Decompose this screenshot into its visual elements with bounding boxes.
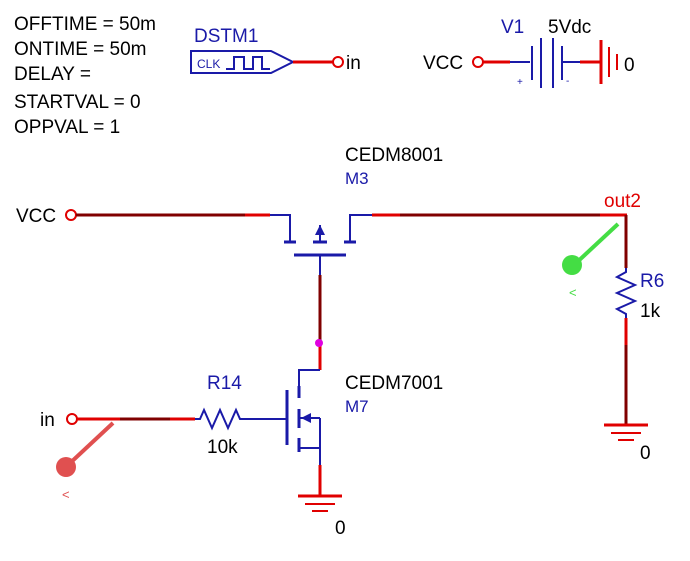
plus-sign-icon: +	[517, 77, 523, 88]
voltage-source-v1[interactable]: V1 5Vdc VCC + - 0	[423, 17, 635, 88]
v1-value: 5Vdc	[548, 17, 591, 38]
load-resistor-r6[interactable]: R6 1k 0	[604, 215, 664, 464]
minus-sign-icon: -	[566, 76, 569, 87]
m3-part: CEDM8001	[345, 145, 443, 166]
probe-red-stem	[66, 421, 115, 467]
param-oppval: OPPVAL = 1	[14, 117, 120, 138]
resistor-r6-icon	[614, 268, 638, 318]
dstm1-refdes: DSTM1	[194, 26, 258, 47]
clk-net-label: in	[346, 53, 361, 74]
m3-refdes: M3	[345, 169, 369, 188]
probe-green-marker: <	[569, 285, 577, 300]
r14-value: 10k	[207, 437, 238, 458]
pmos-m3[interactable]: CEDM8001 M3 VCC out2	[16, 145, 641, 275]
clk-label: CLK	[197, 57, 220, 71]
m7-drain-lead	[298, 369, 320, 388]
input-network[interactable]: in R14 10k	[40, 373, 287, 458]
stimulus-params: OFFTIME = 50m ONTIME = 50m DELAY = START…	[14, 14, 156, 138]
net-port-icon	[332, 56, 344, 68]
r6-value: 1k	[640, 301, 661, 322]
m7-source-lead	[299, 418, 321, 449]
param-offtime: OFFTIME = 50m	[14, 14, 156, 35]
probe-red-marker: <	[62, 487, 70, 502]
probe-green-icon	[562, 255, 582, 275]
v1-refdes: V1	[501, 17, 524, 38]
m7-ground-label: 0	[335, 518, 346, 539]
m7-refdes: M7	[345, 397, 369, 416]
net-port-icon	[472, 56, 484, 68]
m7-part: CEDM7001	[345, 373, 443, 394]
clock-stimulus-dstm1[interactable]: DSTM1 CLK in	[190, 26, 361, 74]
out2-net-label: out2	[604, 191, 641, 212]
resistor-r14-icon	[195, 407, 245, 431]
junction-dot	[315, 339, 323, 347]
vcc-port-label: VCC	[423, 53, 463, 74]
probe-red[interactable]: <	[56, 421, 115, 502]
r14-refdes: R14	[207, 373, 242, 394]
probe-green-stem	[572, 222, 620, 267]
probe-red-icon	[56, 457, 76, 477]
v1-ground-label: 0	[624, 55, 635, 76]
m3-drain-lead	[349, 214, 372, 242]
nmos-arrow-icon	[301, 413, 311, 423]
param-startval: STARTVAL = 0	[14, 92, 141, 113]
r6-refdes: R6	[640, 271, 664, 292]
clock-waveform-icon	[226, 56, 270, 70]
net-port-icon	[65, 209, 77, 221]
pmos-arrow-icon	[315, 225, 325, 235]
net-port-icon	[66, 413, 78, 425]
clk-source-body	[190, 50, 296, 74]
m3-source-lead	[270, 214, 291, 242]
param-delay: DELAY =	[14, 64, 91, 85]
r6-ground-label: 0	[640, 443, 651, 464]
probe-green[interactable]: <	[562, 222, 620, 300]
in-port-label: in	[40, 410, 55, 431]
param-ontime: ONTIME = 50m	[14, 39, 147, 60]
nmos-m7[interactable]: CEDM7001 M7 0	[285, 369, 443, 539]
vcc-port-label: VCC	[16, 206, 56, 227]
